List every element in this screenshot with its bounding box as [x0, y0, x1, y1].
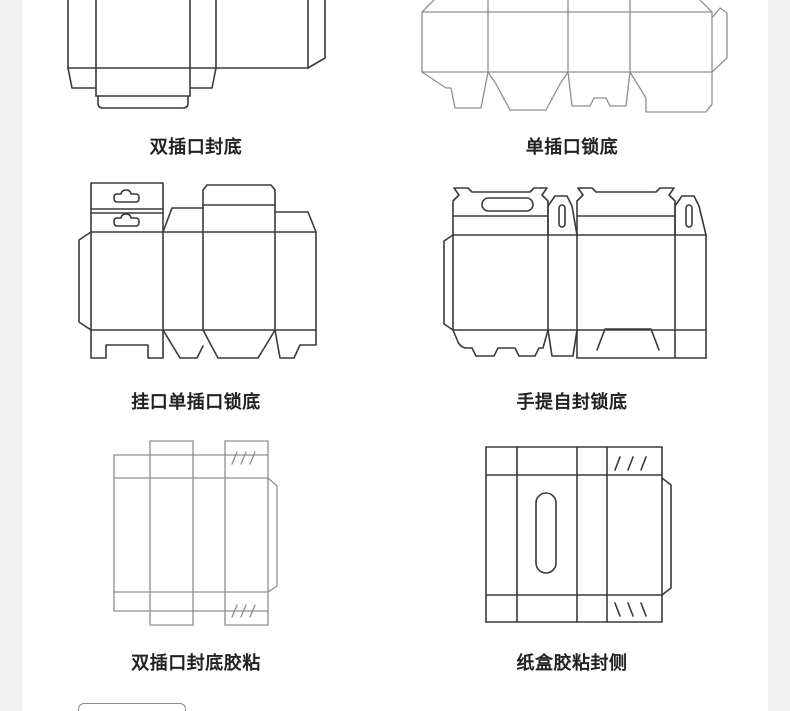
glue-flap — [78, 231, 92, 331]
tuck-flap — [202, 184, 276, 233]
template-label: 纸盒胶粘封侧 — [516, 653, 628, 674]
window-cutout — [535, 492, 557, 574]
template-label: 双插口封底胶粘 — [131, 653, 261, 674]
dust-flap — [162, 207, 204, 233]
glue-marks — [614, 456, 647, 471]
dust-flap — [189, 67, 217, 89]
template-label: 挂口单插口锁底 — [131, 392, 261, 413]
side-flap-slot — [685, 204, 693, 228]
dieline-double-tuck-glued — [113, 440, 278, 626]
glue-flap — [307, 0, 326, 69]
template-label: 双插口封底 — [149, 137, 243, 158]
template-label: 单插口锁底 — [525, 137, 619, 158]
hang-slot — [113, 213, 140, 227]
side-flap-slot — [558, 204, 566, 228]
lock-flap — [629, 71, 713, 113]
side-panel-edge-with-dust-flap — [67, 0, 97, 89]
glue-marks — [231, 604, 256, 618]
side-flap — [674, 195, 707, 236]
dieline-single-tuck-lock-bottom — [421, 0, 728, 113]
dieline-glued-side-seal — [485, 446, 672, 623]
dieline-handle-self-lock-bottom — [443, 187, 707, 359]
lock-cut — [596, 328, 660, 351]
glue-marks — [614, 602, 647, 617]
fold-line — [699, 0, 713, 73]
lock-flap — [547, 329, 578, 357]
side-flap — [547, 195, 578, 236]
tuck-flap — [95, 95, 191, 109]
dust-flap — [274, 211, 317, 233]
lock-flap — [274, 329, 317, 359]
glue-flap — [661, 477, 672, 596]
handle-panel — [452, 187, 549, 236]
lock-flap — [90, 329, 164, 359]
glue-marks — [231, 451, 256, 465]
lock-flap — [487, 71, 569, 111]
dieline-hanger-tuck-lock-bottom — [78, 182, 317, 359]
left-edge — [421, 0, 435, 73]
glue-flap — [711, 7, 728, 73]
lock-flap — [567, 71, 631, 107]
template-label: 手提自封锁底 — [516, 392, 628, 413]
partial-frame — [78, 703, 186, 711]
lock-flap — [162, 329, 204, 359]
handle-slot — [481, 197, 534, 212]
lock-flap — [452, 329, 549, 357]
lock-flap — [202, 329, 276, 359]
handle-panel — [576, 187, 676, 236]
hang-tab — [90, 182, 164, 233]
lock-flap — [421, 71, 489, 109]
dieline-double-tuck-bottom — [67, 0, 326, 109]
hang-slot — [113, 189, 140, 203]
glue-flap — [443, 234, 454, 331]
glue-flap — [267, 477, 278, 593]
